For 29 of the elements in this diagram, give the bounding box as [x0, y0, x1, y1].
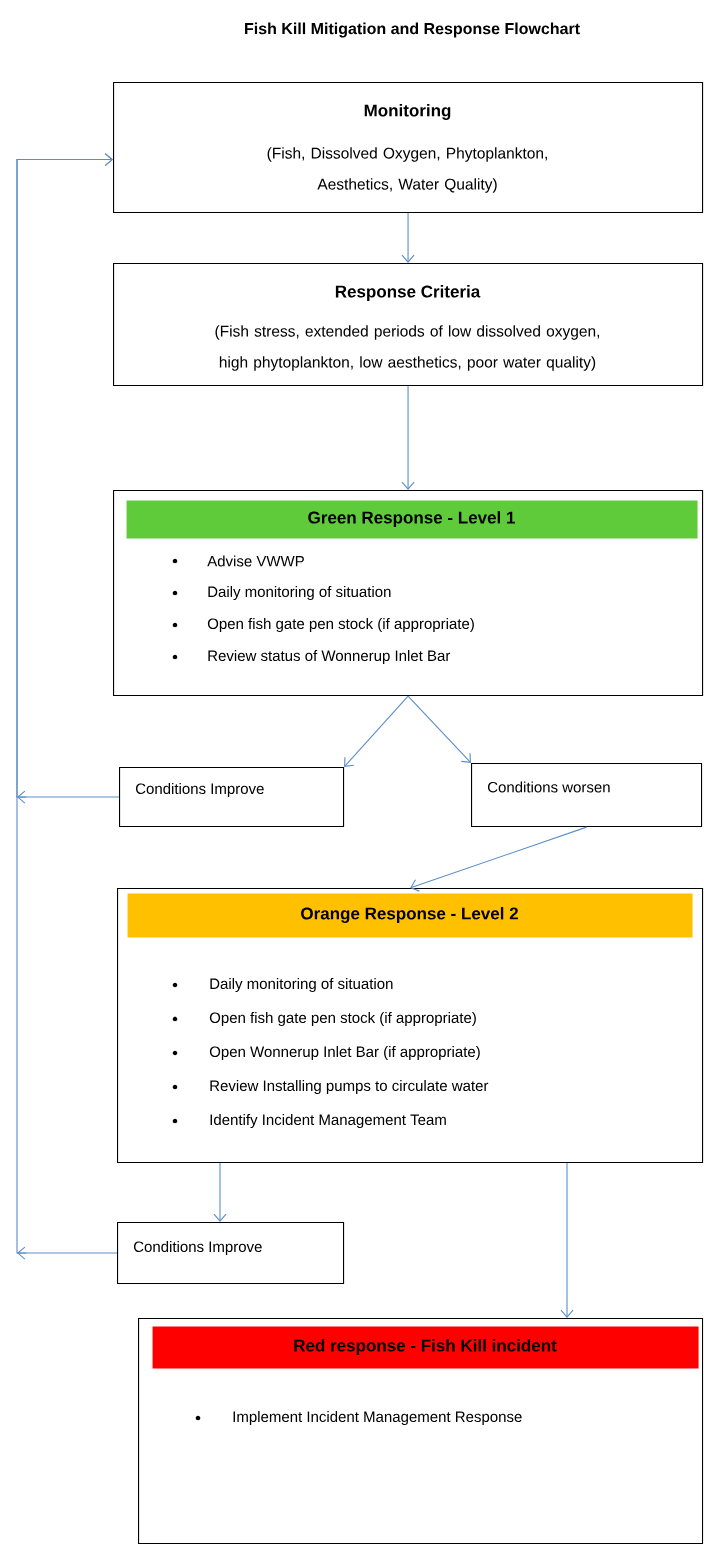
bullet-item: Daily monitoring of situation — [172, 586, 391, 600]
bullet-item: Identify Incident Management Team — [172, 1114, 446, 1128]
arrow — [16, 153, 118, 1260]
bullet-item: Open Wonnerup Inlet Bar (if appropriate) — [172, 1046, 480, 1060]
arrow — [213, 1162, 227, 1222]
box-text: (Fish stress, extended periods of low dissolved oxygen, high phytoplankton, low aesthetics, poor water quality) — [215, 325, 600, 371]
bullet-item: Open fish gate pen stock (if appropriate) — [172, 1012, 476, 1026]
bullet-item: Daily monitoring of situation — [172, 978, 393, 992]
bullet-item: Advise VWWP — [172, 555, 304, 567]
arrow — [401, 385, 415, 490]
title: Fish Kill Mitigation and Response Flowchart — [245, 22, 580, 38]
box-heading: Monitoring — [364, 104, 451, 120]
box-text: Conditions Improve — [133, 1241, 262, 1255]
bullet-item: Review Installing pumps to circulate water — [172, 1080, 489, 1094]
arrow — [401, 212, 415, 263]
box-text: Conditions worsen — [487, 781, 610, 793]
box-text: (Fish, Dissolved Oxygen, Phytoplankton, Aesthetics, Water Quality) — [267, 147, 547, 193]
bullet-item: Implement Incident Management Response — [195, 1411, 522, 1425]
heading-band: Green Response - Level 1 — [126, 500, 698, 539]
arrow — [560, 1162, 574, 1318]
heading-band: Orange Response - Level 2 — [127, 893, 693, 938]
heading-band: Red response - Fish Kill incident — [152, 1326, 699, 1369]
bullet-item: Review status of Wonnerup Inlet Bar — [172, 650, 451, 664]
arrow — [410, 826, 588, 892]
bullet-item: Open fish gate pen stock (if appropriate) — [172, 618, 474, 632]
box-text: Conditions Improve — [135, 783, 264, 797]
arrow — [344, 695, 409, 767]
box-heading: Response Criteria — [335, 285, 481, 301]
arrow — [407, 695, 471, 763]
